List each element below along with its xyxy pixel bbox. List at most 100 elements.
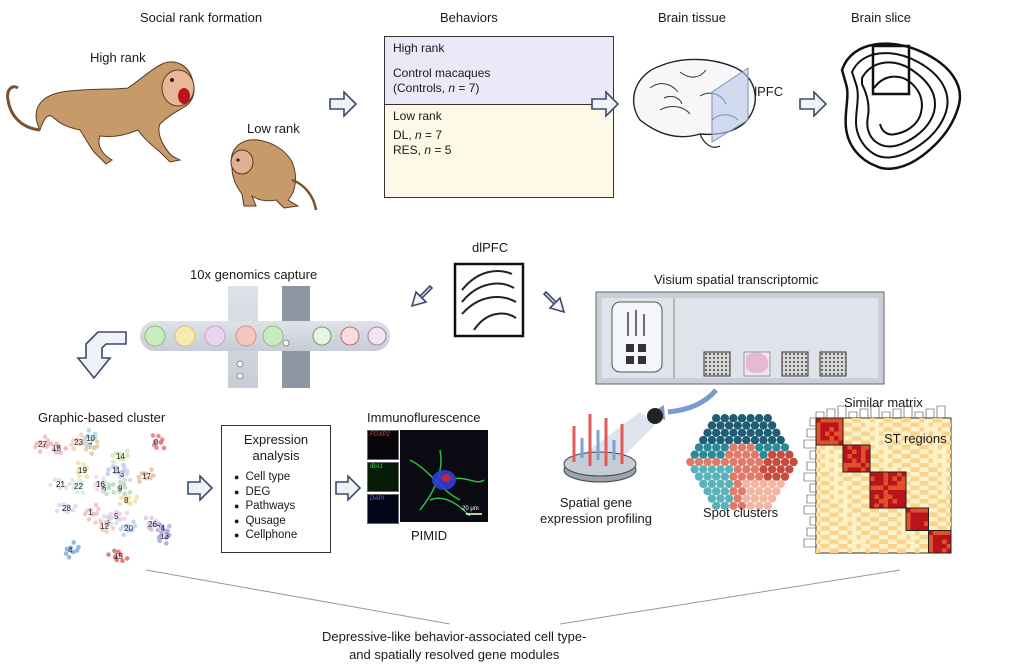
immuno-merge-art xyxy=(409,449,485,517)
spot xyxy=(780,457,790,467)
spot xyxy=(759,479,768,489)
arrow-dlpfc-to-visium xyxy=(542,290,566,314)
spot xyxy=(707,450,717,459)
spot xyxy=(733,465,742,474)
spot xyxy=(750,465,760,474)
brain-tissue-title: Brain tissue xyxy=(658,10,726,25)
spot xyxy=(785,465,794,474)
spot xyxy=(746,472,755,481)
spot xyxy=(712,472,721,481)
spot xyxy=(746,501,755,510)
spot xyxy=(712,428,721,437)
spot xyxy=(772,428,781,437)
brain-slice-illustration xyxy=(840,42,961,170)
umap-cluster-label: 6 xyxy=(102,484,107,493)
spot xyxy=(750,421,760,430)
spot xyxy=(767,479,777,489)
spot xyxy=(712,443,721,452)
spot xyxy=(707,435,717,445)
spot xyxy=(699,450,708,459)
behav-low-rank: Low rank xyxy=(393,109,442,123)
arrow-monkeys-to-behaviors xyxy=(329,90,358,118)
spot xyxy=(724,479,734,489)
spot xyxy=(729,472,738,481)
spot xyxy=(772,443,781,452)
spot xyxy=(712,457,721,467)
social-rank-title: Social rank formation xyxy=(140,10,263,25)
spot xyxy=(699,435,708,445)
spot xyxy=(755,501,764,510)
spot xyxy=(746,487,755,496)
behav-dl: DL, n = 7 xyxy=(393,128,443,142)
umap-cluster-label: 11 xyxy=(112,466,121,475)
spot xyxy=(707,479,717,489)
umap-cluster-label: 22 xyxy=(74,482,83,491)
spot xyxy=(759,465,768,474)
spot xyxy=(720,501,729,510)
behav-res: RES, n = 5 xyxy=(393,143,452,157)
converge-line-right xyxy=(559,569,901,625)
expression-item: DEG xyxy=(234,485,330,500)
expression-list: Cell type DEG Pathways Qusage Cellphone xyxy=(222,470,330,543)
umap-cluster-label: 18 xyxy=(52,444,61,453)
spot xyxy=(733,494,742,503)
high-rank-macaque-illustration xyxy=(6,61,195,165)
arrow-cluster-to-expression xyxy=(187,474,214,502)
behav-control-line2: (Controls, n = 7) xyxy=(393,81,480,95)
umap-cluster-label: 9 xyxy=(118,484,123,493)
expression-item: Cell type xyxy=(234,470,330,485)
scale-bar-label: 20 μm xyxy=(462,506,479,512)
spot xyxy=(742,465,751,474)
low-rank-macaque-illustration xyxy=(230,139,318,211)
converge-line-left xyxy=(145,569,451,625)
umap-cluster-label: 14 xyxy=(116,452,125,461)
spot xyxy=(733,435,742,445)
spot xyxy=(742,421,751,430)
expression-item: Pathways xyxy=(234,499,330,514)
spot xyxy=(772,457,781,467)
spot xyxy=(737,443,747,452)
umap-cluster-label: 21 xyxy=(56,480,65,489)
spot xyxy=(707,421,717,430)
spot xyxy=(767,494,777,503)
spot xyxy=(737,414,747,423)
spot xyxy=(707,494,717,503)
spot xyxy=(759,494,768,503)
high-rank-section: High rank Control macaques (Controls, n … xyxy=(385,37,613,105)
st-regions-label: ST regions xyxy=(884,431,947,446)
spot xyxy=(776,435,785,445)
spot xyxy=(703,457,712,467)
spot xyxy=(755,443,764,452)
spot xyxy=(716,479,725,489)
visium-title: Visium spatial transcriptomic xyxy=(654,272,819,287)
spot xyxy=(724,494,734,503)
spot xyxy=(729,428,738,437)
umap-cluster-label: 2 xyxy=(106,516,111,525)
spot xyxy=(780,443,790,452)
spot xyxy=(755,414,764,423)
spot xyxy=(772,472,781,481)
umap-cluster-label: 15 xyxy=(114,552,123,561)
umap-cluster-label: 23 xyxy=(74,438,83,447)
spot xyxy=(703,428,712,437)
behaviors-box: High rank Control macaques (Controls, n … xyxy=(384,36,614,198)
spot xyxy=(746,443,755,452)
spot xyxy=(742,494,751,503)
spot xyxy=(785,450,794,459)
similar-matrix-label: Similar matrix xyxy=(844,395,923,410)
block-arrows xyxy=(76,90,828,502)
spot xyxy=(776,479,785,489)
spot xyxy=(767,465,777,474)
spot xyxy=(716,494,725,503)
spot xyxy=(737,487,747,496)
spot-clusters xyxy=(686,414,798,510)
spot xyxy=(720,457,729,467)
expression-item: Qusage xyxy=(234,514,330,529)
spot xyxy=(737,501,747,510)
spot xyxy=(759,450,768,459)
spot xyxy=(772,487,781,496)
umap-cluster-label: 26 xyxy=(148,520,157,529)
